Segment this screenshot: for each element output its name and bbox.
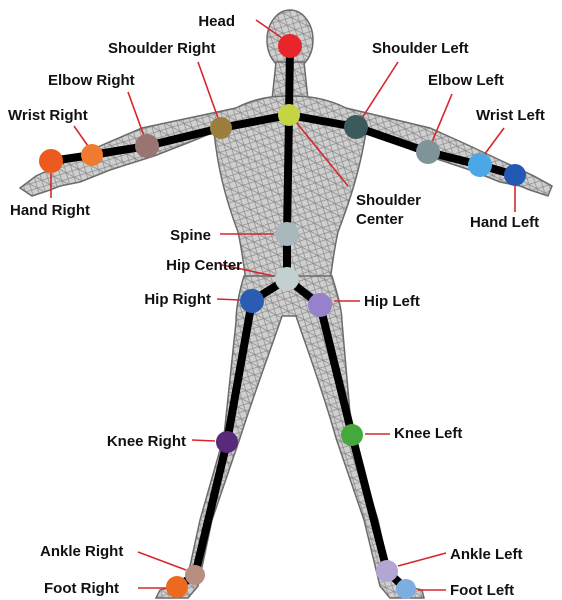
joint-elbow-left xyxy=(416,140,440,164)
leader-line-wrist-left xyxy=(484,128,504,155)
joint-foot-right xyxy=(166,576,188,598)
joint-label-head: Head xyxy=(198,13,235,30)
joint-label-elbow-left: Elbow Left xyxy=(428,72,504,89)
bone-shoulder-center-to-spine xyxy=(287,115,289,234)
joint-label-hand-right: Hand Right xyxy=(10,202,90,219)
joint-head xyxy=(278,34,302,58)
leader-line-wrist-right xyxy=(74,126,88,146)
bone-knee-left-to-ankle-left xyxy=(352,435,387,571)
joint-label-shoulder-right: Shoulder Right xyxy=(108,40,216,57)
joint-wrist-left xyxy=(468,153,492,177)
leader-line-elbow-right xyxy=(128,92,144,136)
joint-hip-left xyxy=(308,293,332,317)
joint-hand-left xyxy=(504,164,526,186)
joint-label-ankle-left: Ankle Left xyxy=(450,546,523,563)
joint-wrist-right xyxy=(81,144,103,166)
joint-ankle-left xyxy=(376,560,398,582)
bone-knee-right-to-ankle-right xyxy=(195,442,227,575)
joint-label-spine: Spine xyxy=(170,227,211,244)
joint-label-foot-right: Foot Right xyxy=(44,580,119,597)
joint-foot-left xyxy=(396,579,416,599)
joint-label-hip-right: Hip Right xyxy=(144,291,211,308)
joint-label-ankle-right: Ankle Right xyxy=(40,543,123,560)
joint-label-foot-left: Foot Left xyxy=(450,582,514,599)
joint-spine xyxy=(275,222,299,246)
joint-shoulder-center xyxy=(278,104,300,126)
joint-label-shoulder-center: ShoulderCenter xyxy=(356,192,421,228)
joint-label-hip-center: Hip Center xyxy=(166,257,242,274)
joint-shoulder-left xyxy=(344,115,368,139)
leader-line-hip-right xyxy=(217,299,240,300)
joint-ankle-right xyxy=(185,565,205,585)
joint-label-knee-left: Knee Left xyxy=(394,425,462,442)
leader-line-shoulder-right xyxy=(198,62,218,118)
leader-line-ankle-right xyxy=(138,552,186,570)
joint-knee-left xyxy=(341,424,363,446)
joint-label-elbow-right: Elbow Right xyxy=(48,72,135,89)
joint-hand-right xyxy=(39,149,63,173)
joint-knee-right xyxy=(216,431,238,453)
joint-label-wrist-left: Wrist Left xyxy=(476,107,545,124)
joint-hip-right xyxy=(240,289,264,313)
joint-label-knee-right: Knee Right xyxy=(107,433,186,450)
joint-hip-center xyxy=(275,267,299,291)
leader-line-knee-right xyxy=(192,440,215,441)
joint-shoulder-right xyxy=(210,117,232,139)
joint-elbow-right xyxy=(135,134,159,158)
joint-label-shoulder-left: Shoulder Left xyxy=(372,40,469,57)
leader-line-shoulder-left xyxy=(362,62,398,118)
joint-label-wrist-right: Wrist Right xyxy=(8,107,88,124)
joint-label-hand-left: Hand Left xyxy=(470,214,539,231)
joint-label-hip-left: Hip Left xyxy=(364,293,420,310)
leader-line-ankle-left xyxy=(398,553,446,566)
